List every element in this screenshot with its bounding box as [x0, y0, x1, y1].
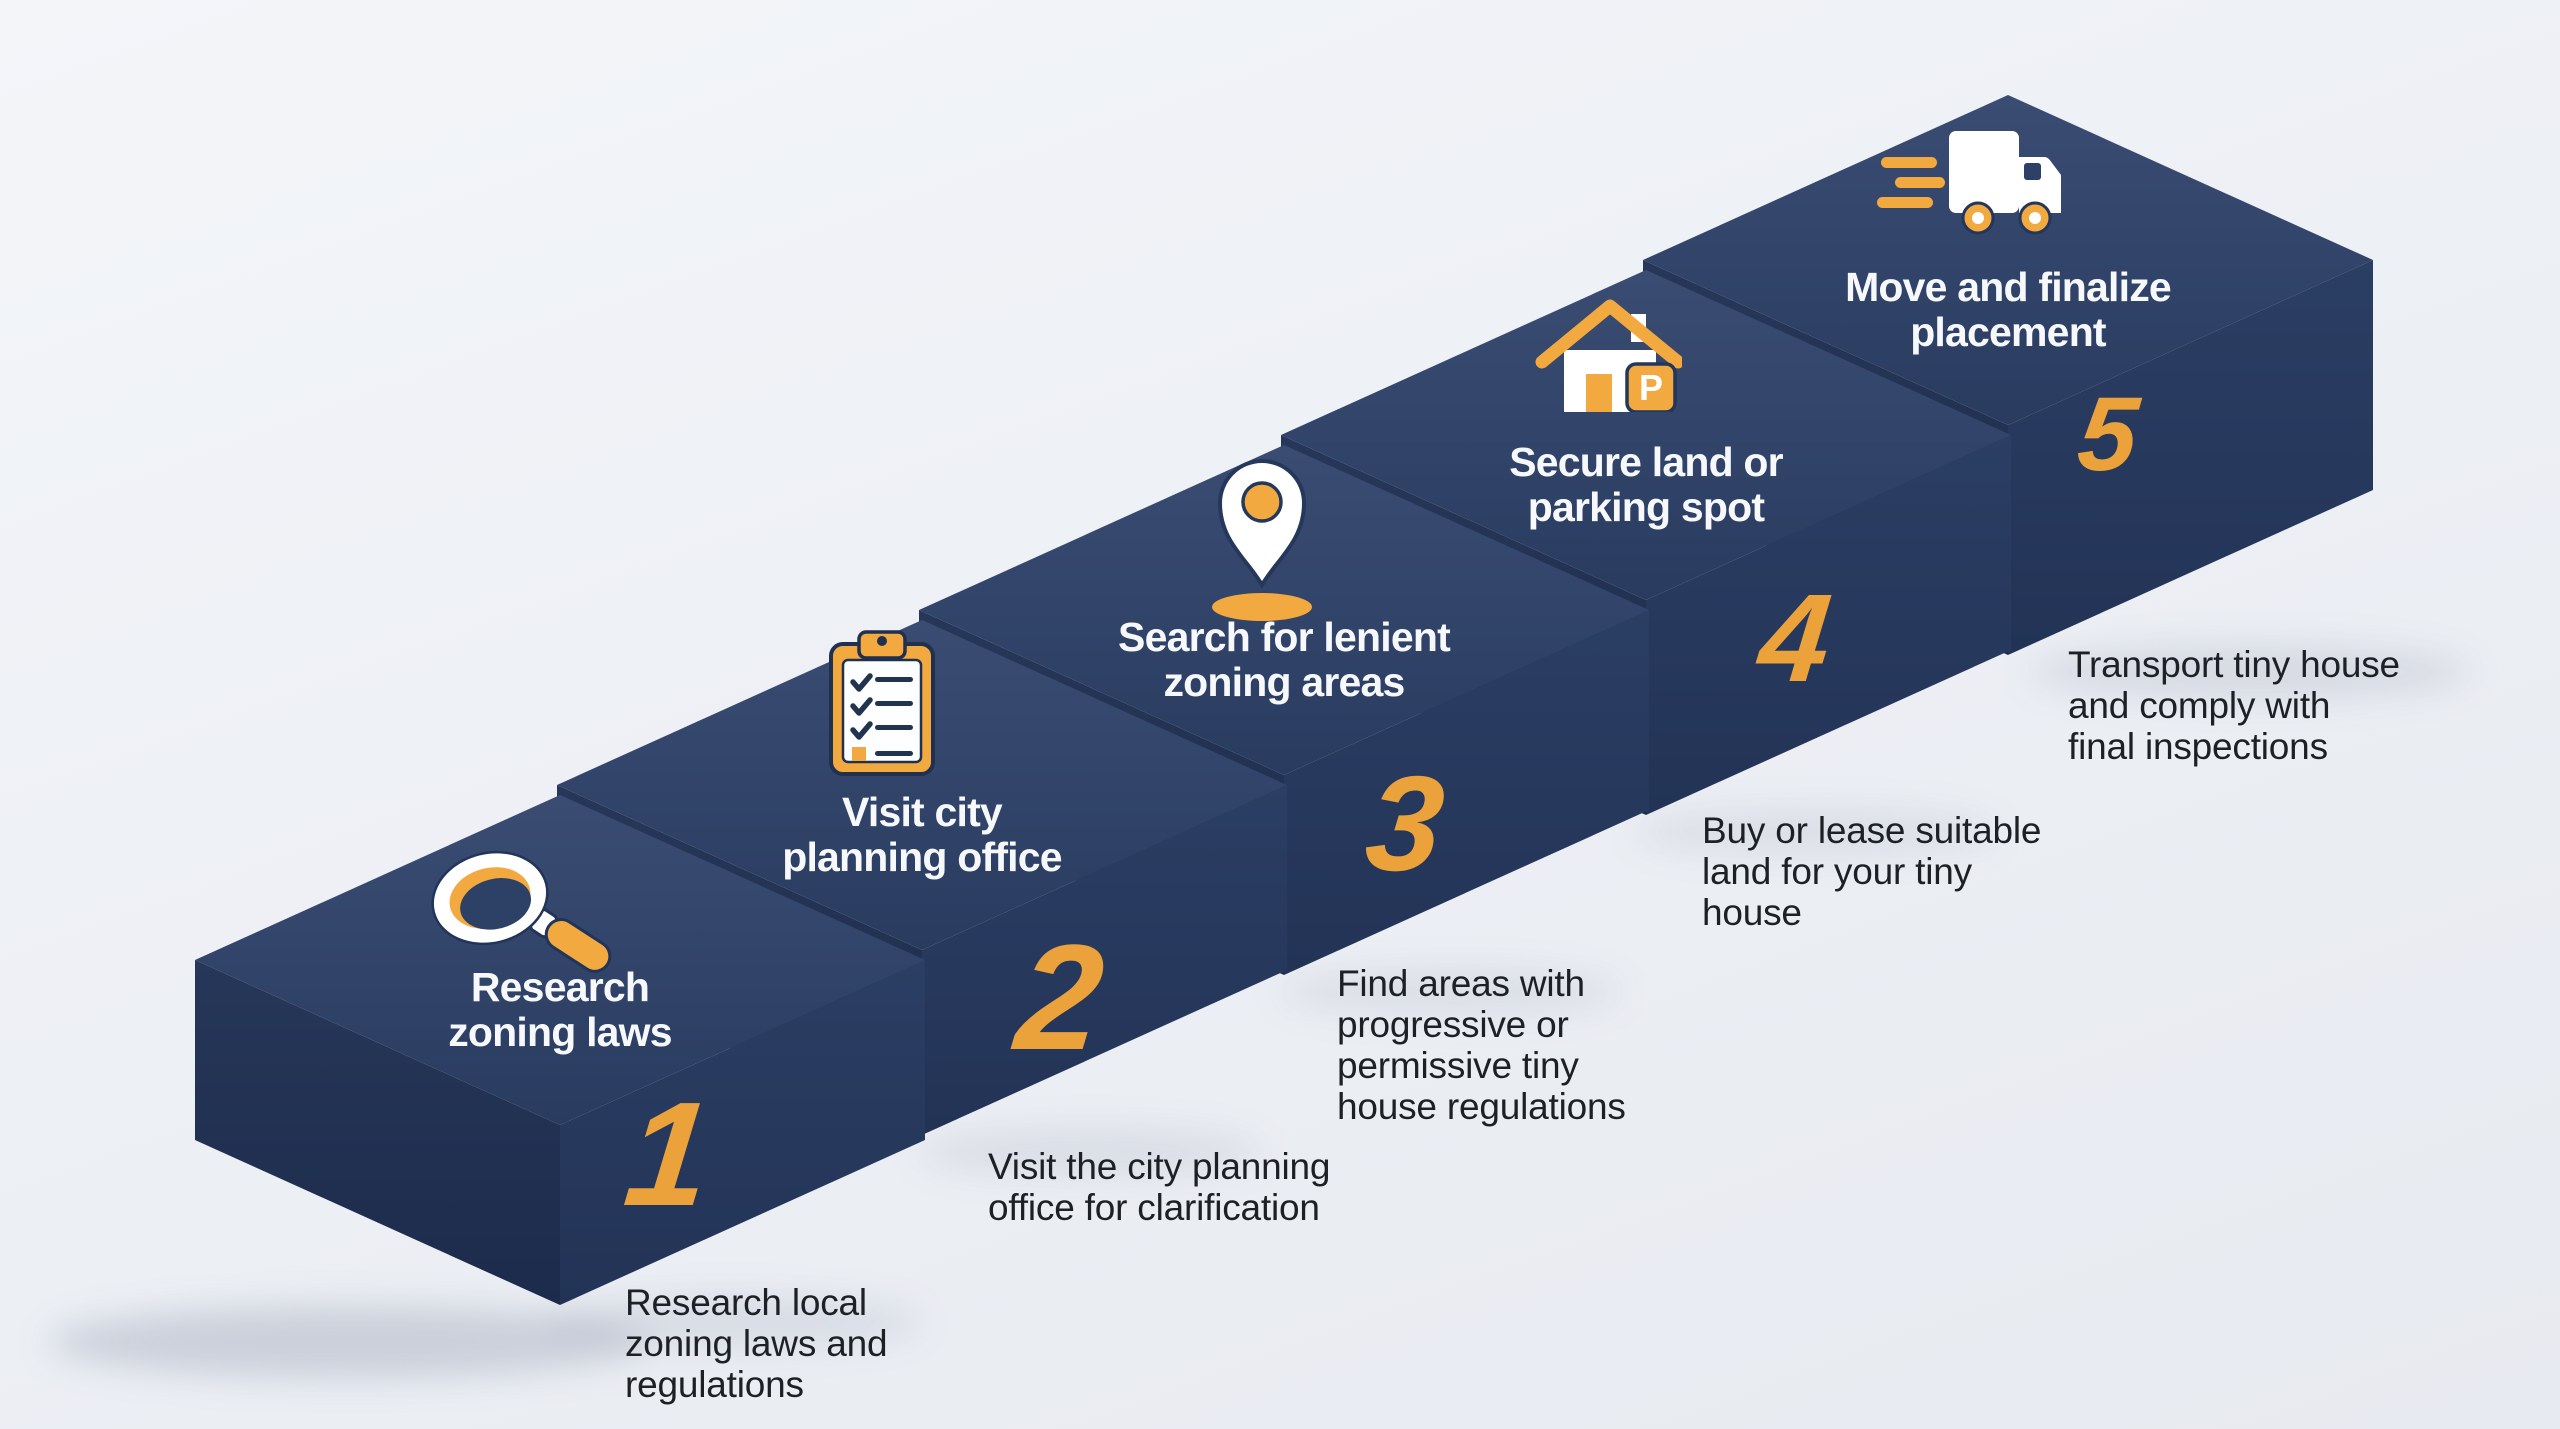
step-caption-line: Find areas with — [1337, 963, 1585, 1004]
step-5-caption: Transport tiny house and comply with fin… — [2068, 644, 2400, 767]
parking-badge — [1625, 362, 1677, 412]
step-caption-line: regulations — [625, 1364, 804, 1405]
parking-badge-letter: P — [1639, 367, 1663, 408]
step-caption-line: house regulations — [1337, 1086, 1626, 1127]
step-caption-line: and comply with — [2068, 685, 2331, 726]
step-2-number: 2 — [1009, 913, 1111, 1081]
magnifier-icon — [420, 822, 620, 977]
clipboard-clip-hole — [877, 636, 887, 646]
step-4-top-face — [1281, 270, 2011, 600]
step-title-line: Research — [470, 964, 650, 1010]
step-title-line: Move and finalize — [1845, 264, 2172, 310]
clipboard-square-bullet — [852, 747, 866, 761]
step-5-top-face — [1643, 95, 2373, 425]
step-3-caption: Find areas with progressive or permissiv… — [1337, 963, 1626, 1127]
step-caption-line: Visit the city planning — [988, 1146, 1331, 1187]
shadow-step-1 — [50, 1306, 650, 1378]
step-4-title: Secure land or parking spot — [1386, 440, 1906, 530]
step-2-title: Visit city planning office — [662, 790, 1182, 880]
step-block-1 — [195, 795, 925, 1305]
pin-base — [1212, 593, 1312, 621]
step-caption-line: Transport tiny house — [2068, 644, 2400, 685]
shadow-step-4 — [1635, 808, 1995, 856]
step-caption-line: office for clarification — [988, 1187, 1320, 1228]
house-door — [1586, 374, 1612, 412]
step-title-line: Search for lenient — [1118, 614, 1451, 660]
step-1-number: 1 — [618, 1072, 718, 1237]
shadow-step-1b — [540, 1296, 920, 1348]
magnifier-glass — [431, 850, 549, 946]
shadow-step-3 — [1280, 968, 1620, 1016]
step-5-title: Move and finalize placement — [1748, 265, 2268, 355]
truck-wheels — [1961, 201, 2052, 235]
step-caption-line: zoning laws and — [625, 1323, 888, 1364]
step-3-number: 3 — [1359, 748, 1451, 899]
step-4-caption: Buy or lease suitable land for your tiny… — [1702, 810, 2041, 933]
step-caption-line: house — [1702, 892, 1802, 933]
step-1-left-face — [195, 960, 560, 1305]
step-3-title: Search for lenient zoning areas — [1024, 615, 1544, 705]
step-caption-line: progressive or — [1337, 1004, 1569, 1045]
pin-body — [1217, 459, 1307, 589]
step-caption-line: Buy or lease suitable — [1702, 810, 2042, 851]
clipboard-checklist-icon — [823, 630, 941, 780]
step-title-line: zoning areas — [1163, 659, 1405, 705]
step-caption-line: land for your tiny — [1702, 851, 1972, 892]
shadow-step-5 — [2030, 644, 2470, 700]
step-title-line: Secure land or — [1509, 439, 1783, 485]
truck-speed-lines — [1877, 157, 1945, 208]
step-title-line: Visit city — [842, 789, 1003, 835]
step-caption-line: permissive tiny — [1337, 1045, 1579, 1086]
ground-shadows — [50, 644, 2470, 1378]
pin-dot — [1241, 481, 1283, 523]
step-title-line: placement — [1910, 309, 2106, 355]
step-2-front-face — [922, 785, 1287, 1135]
step-1-title: Research zoning laws — [300, 965, 820, 1055]
step-3-front-face — [1284, 610, 1649, 975]
shadow-step-2 — [920, 1128, 1260, 1176]
step-4-number: 4 — [1752, 569, 1838, 708]
step-5-front-face — [2008, 260, 2373, 655]
step-2-caption: Visit the city planning office for clari… — [988, 1146, 1331, 1228]
step-title-line: parking spot — [1527, 484, 1765, 530]
house-parking-icon: P — [1530, 298, 1682, 412]
step-title-line: planning office — [782, 834, 1062, 880]
truck-cargo-box — [1949, 131, 2019, 213]
step-5-number: 5 — [2072, 376, 2144, 493]
clipboard-checkmarks — [850, 673, 873, 740]
step-caption-line: final inspections — [2068, 726, 2328, 767]
clipboard-lines — [875, 677, 913, 756]
map-pin-icon — [1210, 447, 1314, 623]
step-2-top-face — [557, 620, 1287, 950]
step-1-caption: Research local zoning laws and regulatio… — [625, 1282, 888, 1405]
step-1-top-face — [195, 795, 925, 1125]
step-1-front-face — [560, 960, 925, 1305]
truck-icon — [1875, 119, 2061, 241]
truck-window — [2024, 163, 2041, 180]
step-caption-line: Research local — [625, 1282, 867, 1323]
house-roof — [1535, 299, 1682, 369]
step-title-line: zoning laws — [448, 1009, 672, 1055]
step-4-front-face — [1646, 435, 2011, 815]
